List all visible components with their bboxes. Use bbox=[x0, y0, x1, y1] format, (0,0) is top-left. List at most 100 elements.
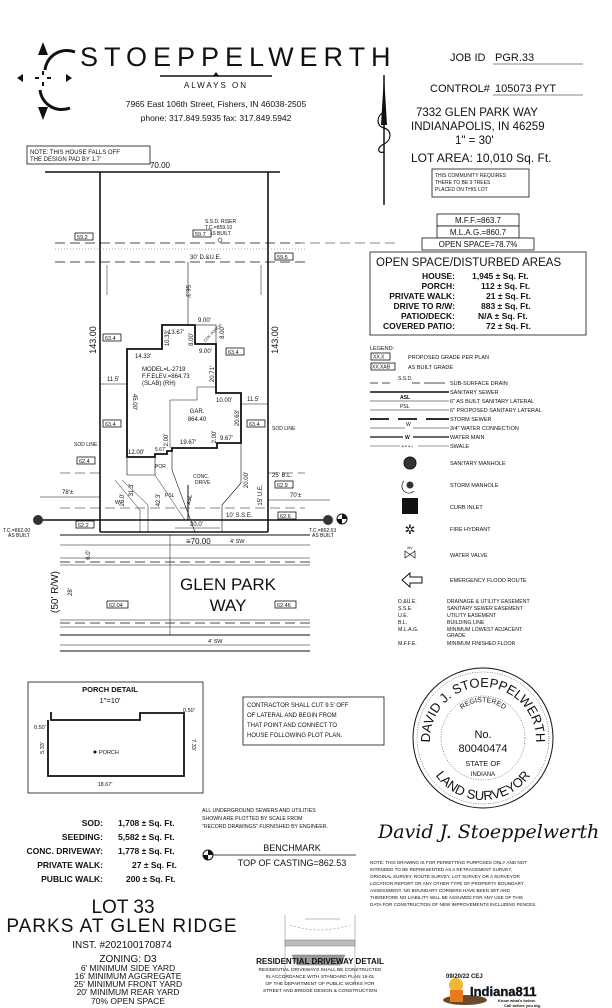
flood-route-arrow-icon bbox=[401, 571, 423, 589]
zoning-requirement: 6' MINIMUM SIDE YARD bbox=[81, 963, 175, 973]
tc-right: T.C.=862.53 bbox=[309, 528, 336, 534]
underground-note: ALL UNDERGROUND SEWERS AND UTILITIES SHO… bbox=[202, 808, 328, 830]
legend-text: EMERGENCY FLOOD ROUTE bbox=[450, 578, 527, 584]
dim-label: 20.71' bbox=[210, 366, 216, 382]
disturbed-areas-list: SOD: 1,708 ± Sq. Ft. SEEDING: 5,582 ± Sq… bbox=[26, 818, 176, 884]
driveway-detail-line: IN ACCORDANCE WITH STANDARD PLAN 16-01 bbox=[266, 974, 375, 980]
abbr-text: MINIMUM FINISHED FLOOR bbox=[447, 641, 516, 647]
right-depth: 143.00 bbox=[270, 326, 280, 354]
benchmark: BENCHMARK TOP OF CASTING=862.53 bbox=[202, 843, 356, 868]
ssd-riser-label: S.S.D. RISER bbox=[205, 219, 237, 225]
porch-label: POR bbox=[155, 464, 166, 470]
legend-text: 6" PROPOSED SANITARY LATERAL bbox=[450, 408, 542, 414]
trees-note-line: PLACED ON THIS LOT bbox=[435, 187, 488, 193]
model-label: MODEL=L-2719 bbox=[142, 367, 186, 373]
driveway-detail-title: RESIDENTIAL DRIVEWAY DETAIL bbox=[256, 957, 384, 966]
grade-label: 62.6 bbox=[280, 514, 291, 520]
seal-registered: REGISTERED bbox=[459, 697, 507, 711]
drawing-scale: 1" = 30' bbox=[455, 135, 494, 147]
area-label: PRIVATE WALK: bbox=[37, 860, 103, 870]
ssd-riser-icon bbox=[217, 237, 223, 243]
abbr-text: GRADE bbox=[447, 633, 466, 639]
area-label: SOD: bbox=[82, 818, 103, 828]
porch-detail-scale: 1"=10' bbox=[100, 696, 122, 705]
area-value: 27 ± Sq. Ft. bbox=[132, 860, 177, 870]
abbr: S.S.E. bbox=[398, 606, 413, 612]
dim-label: 14.33' bbox=[135, 354, 151, 360]
porch-detail-title: PORCH DETAIL bbox=[82, 685, 138, 694]
legend-symbol: S.S.D. bbox=[398, 376, 412, 382]
grade-label: 62.4 bbox=[79, 459, 90, 465]
lot-number: LOT 33 bbox=[91, 897, 154, 918]
dim-label: 19.67' bbox=[180, 440, 196, 446]
instrument-number: INST. #202100170874 bbox=[72, 940, 172, 951]
area-value: 1,708 ± Sq. Ft. bbox=[118, 818, 175, 828]
tc-left-asbuilt: AS BUILT bbox=[8, 533, 30, 539]
abbr: U.E. bbox=[398, 613, 408, 619]
dim-label: 9.00' bbox=[198, 318, 211, 324]
legend-text: PROPOSED GRADE PER PLAN bbox=[408, 355, 489, 361]
area-label: PATIO/DECK: bbox=[401, 311, 455, 321]
contractor-note-box: CONTRACTOR SHALL CUT 9.5' OFF OF LATERAL… bbox=[242, 696, 385, 746]
underground-note-line: "RECORD DRAWINGS" FURNISHED BY ENGINEER. bbox=[202, 824, 328, 830]
garage-label: GAR. bbox=[190, 409, 205, 415]
open-space-value: OPEN SPACE=78.7% bbox=[439, 240, 518, 249]
grade-label: 63.4 bbox=[105, 336, 116, 342]
dim-6-label: 6.0' bbox=[86, 550, 92, 560]
legend-text: STORM SEWER bbox=[450, 417, 491, 423]
lot-info: LOT 33 PARKS AT GLEN RIDGE INST. #202100… bbox=[6, 897, 237, 989]
tc-left: T.C.=862.00 bbox=[3, 528, 30, 534]
job-id-label: JOB ID bbox=[450, 52, 486, 64]
grade-label: 59.2 bbox=[77, 235, 88, 241]
sod-line-right: SOD LINE bbox=[272, 426, 296, 432]
indiana811-logo-text: Indiana811 bbox=[470, 984, 536, 999]
sanitary-manhole-icon bbox=[33, 515, 43, 525]
disclaimer-line: NOTE: THIS DRAWING IS FOR PERMITTING PUR… bbox=[370, 860, 527, 865]
sanitary-manhole-icon bbox=[323, 515, 333, 525]
legend-symbol: ASL bbox=[400, 395, 410, 401]
left-depth: 143.00 bbox=[88, 326, 98, 354]
grade-label: 63.4 bbox=[228, 350, 239, 356]
abbr-text: DRAINAGE & UTILITY EASEMENT bbox=[447, 599, 530, 605]
water-label: W bbox=[115, 500, 120, 506]
mlag-value: M.L.A.G.=860.7 bbox=[450, 228, 507, 237]
trees-note-box: THIS COMMUNITY REQUIRES THERE TO BE 3 TR… bbox=[431, 168, 530, 198]
seal-state-of: STATE OF bbox=[465, 759, 501, 768]
legend-text: WATER MAIN bbox=[450, 435, 485, 441]
dim-label: 8.00' bbox=[220, 326, 226, 339]
grade-label: 62.2 bbox=[78, 523, 89, 529]
grade-label: 62.46 bbox=[277, 603, 291, 609]
street-type: WAY bbox=[210, 596, 247, 615]
subdivision-name: PARKS AT GLEN RIDGE bbox=[6, 916, 237, 937]
mff-value: M.F.F.=863.7 bbox=[455, 216, 502, 225]
indiana811-tagline: Know what's below. bbox=[498, 998, 536, 1003]
dim-70-label: 70'± bbox=[290, 493, 302, 499]
zoning-requirement: 16' MINIMUM AGGREGATE bbox=[75, 971, 182, 981]
underground-note-line: ALL UNDERGROUND SEWERS AND UTILITIES bbox=[202, 808, 316, 814]
water-valve-icon bbox=[404, 550, 416, 559]
dim-28-label: 28' bbox=[68, 588, 74, 596]
area-label: DRIVE TO R/W: bbox=[393, 301, 455, 311]
area-label: PRIVATE WALK: bbox=[389, 291, 455, 301]
zoning-requirement: 70% OPEN SPACE bbox=[91, 996, 165, 1006]
dim-label: 5.67' bbox=[155, 447, 166, 453]
benchmark-title: BENCHMARK bbox=[263, 843, 321, 853]
area-value: N/A ± Sq. Ft. bbox=[478, 311, 528, 321]
dim-20-label: 20.00' bbox=[244, 472, 250, 488]
side-yard-left: 11.5' bbox=[107, 377, 119, 383]
benchmark-icon bbox=[203, 850, 213, 860]
abbr: M.F.F.E. bbox=[398, 641, 417, 647]
property-address-1: 7332 GLEN PARK WAY bbox=[416, 107, 538, 119]
company-address: 7965 East 106th Street, Fishers, IN 4603… bbox=[126, 99, 307, 109]
legend-text: 6" AS BUILT SANITARY LATERAL bbox=[450, 399, 534, 405]
fire-hydrant-icon: ✲ bbox=[405, 522, 416, 537]
abbr: M.L.A.G. bbox=[398, 627, 418, 633]
abbr-text: BUILDING LINE bbox=[447, 620, 485, 626]
zoning-requirement: 20' MINIMUM REAR YARD bbox=[77, 987, 180, 997]
legend-text: WATER VALVE bbox=[450, 553, 488, 559]
dim-label: 2.00' bbox=[164, 434, 170, 447]
area-label: CONC. DRIVEWAY: bbox=[26, 846, 103, 856]
area-value: 1,945 ± Sq. Ft. bbox=[472, 271, 529, 281]
asl-label: ASL bbox=[186, 494, 194, 505]
area-value: 112 ± Sq. Ft. bbox=[481, 281, 530, 291]
